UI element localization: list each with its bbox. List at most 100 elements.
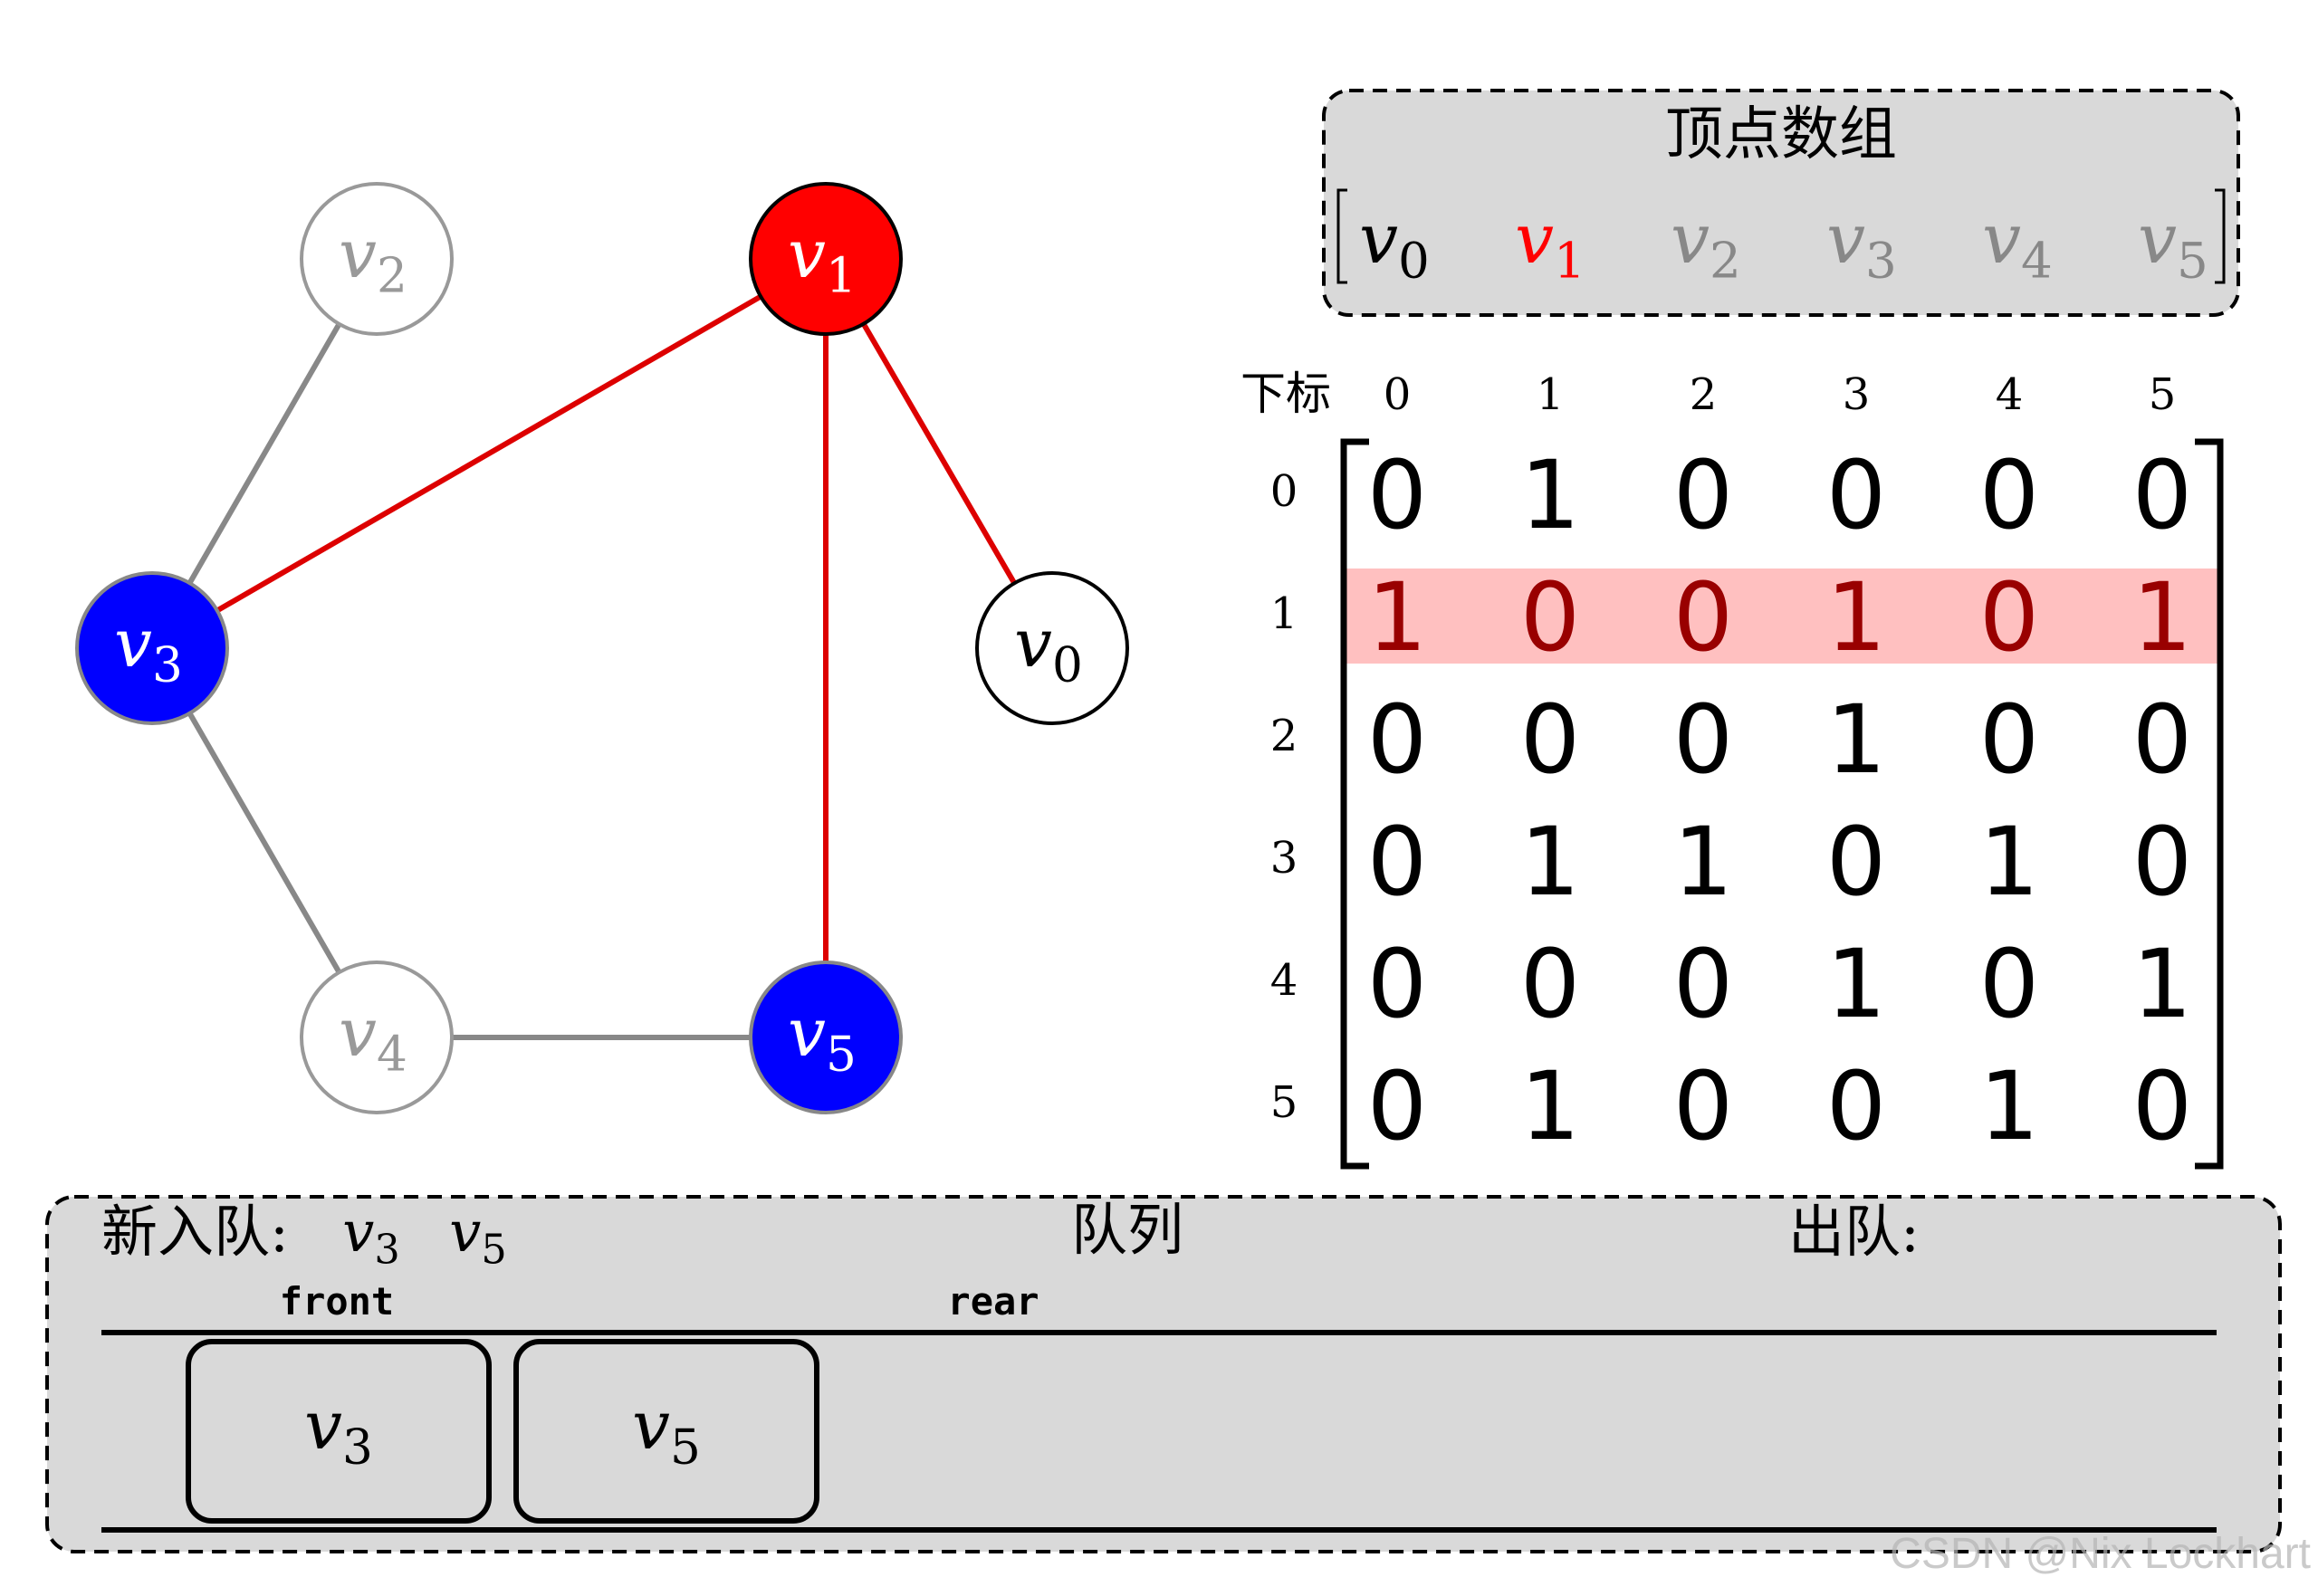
enqueued-item-0: v3 [342,1199,399,1274]
matrix-cell: 0 [1367,1051,1427,1161]
vertex-array-item-4: v4 [1982,198,2053,290]
vertex-circle [975,571,1129,725]
matrix-cell: 1 [1520,1051,1580,1161]
matrix-cell: 0 [1673,440,1733,550]
matrix-cell: 0 [2132,1051,2192,1161]
rear-pointer-label: rear [947,1279,1039,1324]
column-header: 1 [1537,369,1565,420]
queue-cell [186,1339,492,1524]
vertex-label: v2 [339,215,407,303]
matrix-cell: 0 [1979,562,2039,673]
vertex-circle [300,960,454,1114]
matrix-cell: 1 [1367,562,1427,673]
matrix-cell: 0 [1673,1051,1733,1161]
row-header: 1 [1270,588,1298,639]
column-header: 4 [1996,369,2024,420]
enqueued-item-1: v5 [449,1199,506,1274]
vertex-array-title: 顶点数组 [1665,101,1897,168]
row-header: 2 [1270,711,1298,761]
matrix-cell: 1 [1826,929,1886,1039]
vertex-label: v0 [1014,605,1083,693]
index-label: 下标 [1240,368,1331,420]
column-header: 0 [1384,369,1412,420]
enqueue-label: 新入队: [101,1199,289,1265]
matrix-cell: 0 [2132,440,2192,550]
vertex-label: v5 [788,994,857,1082]
matrix-cell: 0 [1673,684,1733,795]
vertex-array-left-bracket [1336,188,1347,284]
matrix-cell: 0 [1367,807,1427,917]
vertex-v5: v5 [749,960,903,1114]
queue-cell-label: v5 [632,1387,701,1475]
queue-cell-label: v3 [304,1387,373,1475]
queue-items: v3 v5 [186,1339,819,1524]
matrix-column-headers: 0 1 2 3 4 5 [1384,369,2177,420]
vertex-label: v3 [114,605,183,693]
queue-item-0: v3 [186,1339,492,1524]
matrix-cell: 1 [1673,807,1733,917]
matrix-cell: 0 [1979,440,2039,550]
matrix-left-bracket [1340,438,1369,1170]
row-header: 3 [1270,833,1298,884]
matrix-cell: 0 [2132,807,2192,917]
matrix-cell: 0 [1673,929,1733,1039]
matrix-cell: 0 [1520,684,1580,795]
vertex-circle [300,182,454,336]
vertex-circle [75,571,229,725]
column-header: 5 [2149,369,2177,420]
matrix-cell: 0 [1367,440,1427,550]
matrix-cell: 0 [1367,684,1427,795]
highlighted-row [1344,569,2217,664]
column-header: 3 [1843,369,1871,420]
matrix-cell: 1 [1520,440,1580,550]
matrix-cell: 1 [1826,562,1886,673]
vertex-array-item-2: v2 [1671,198,1741,290]
matrix-cell: 1 [1826,684,1886,795]
queue-title: 队列 [1071,1197,1183,1263]
vertex-circle [749,960,903,1114]
vertex-v4: v4 [300,960,454,1114]
vertex-array-item-5: v5 [2138,198,2208,290]
vertex-array-right-bracket [2215,188,2226,284]
matrix-cell: 0 [1520,562,1580,673]
matrix-cell: 1 [1979,1051,2039,1161]
matrix-cell: 1 [1520,807,1580,917]
graph-edges [149,256,1055,1040]
matrix-cell: 1 [2132,929,2192,1039]
matrix-cell: 0 [1826,440,1886,550]
matrix-cell: 1 [2132,562,2192,673]
row-header: 5 [1270,1077,1298,1128]
matrix-cell: 0 [1826,807,1886,917]
graph-nodes: v0 v1 v2 v3 v4 v5 [75,182,1129,1114]
vertex-v3: v3 [75,571,229,725]
queue-box [45,1195,2282,1553]
column-header: 2 [1690,369,1718,420]
edge-v1-v3 [150,256,828,651]
vertex-array-item-0: v0 [1359,198,1430,290]
vertex-array-item-3: v3 [1826,198,1897,290]
matrix-cell: 0 [1979,929,2039,1039]
vertex-v0: v0 [975,571,1129,725]
queue-item-1: v5 [513,1339,819,1524]
graph: v0 v1 v2 v3 v4 v5 [75,182,1129,1114]
vertex-v2: v2 [300,182,454,336]
matrix-cell: 1 [1979,807,2039,917]
vertex-label: v4 [339,994,407,1082]
matrix-cell: 0 [1367,929,1427,1039]
vertex-v1: v1 [749,182,903,336]
enqueued-vertices: v3 v5 [342,1199,506,1274]
vertex-array-box [1322,89,2240,317]
matrix-right-bracket [2195,438,2224,1170]
dequeue-label: 出队: [1788,1199,1920,1265]
row-header: 4 [1270,955,1298,1006]
matrix-cell: 0 [1520,929,1580,1039]
queue-cell [513,1339,819,1524]
matrix-cell: 0 [2132,684,2192,795]
matrix-cell: 0 [1826,1051,1886,1161]
matrix-cell: 0 [1979,684,2039,795]
